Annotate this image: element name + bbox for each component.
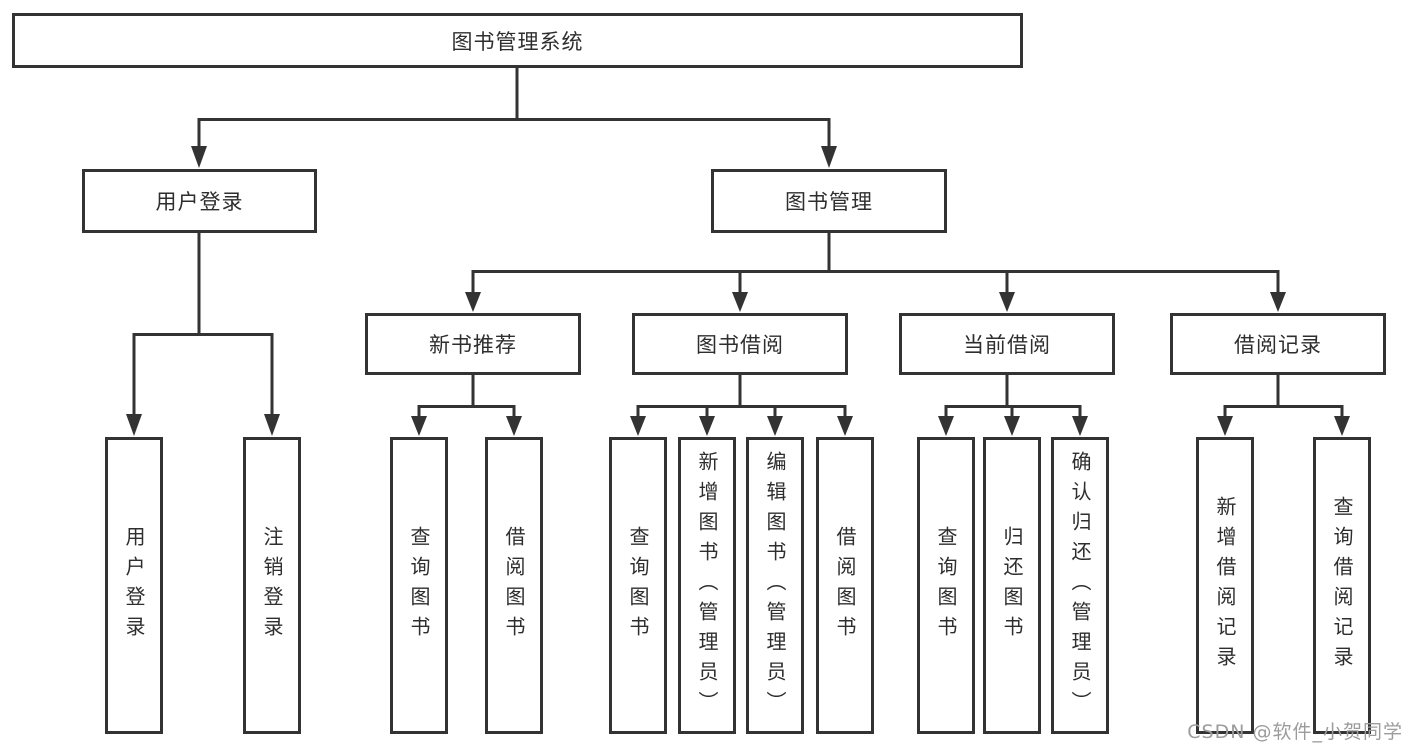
csdn-watermark: CSDN @软件_小贺同学	[1187, 721, 1403, 743]
arrowhead-icons	[126, 146, 1350, 436]
node-borrowing-records: 借阅记录	[1170, 313, 1386, 375]
leaf-borrow-books-recommend: 借阅图书	[485, 437, 543, 734]
leaf-query-books-current: 查询图书	[917, 437, 975, 734]
node-library-management-system: 图书管理系统	[12, 13, 1023, 68]
node-current-borrowing: 当前借阅	[899, 313, 1115, 375]
leaf-add-borrow-record: 新增借阅记录	[1196, 437, 1254, 734]
leaf-add-book-admin: 新增图书（管理员）	[678, 437, 736, 734]
leaf-query-borrow-record: 查询借阅记录	[1313, 437, 1371, 734]
leaf-borrow-books: 借阅图书	[816, 437, 874, 734]
node-book-management: 图书管理	[711, 169, 947, 233]
leaf-logout: 注销登录	[243, 437, 301, 734]
leaf-user-login: 用户登录	[105, 437, 163, 734]
leaf-return-books: 归还图书	[983, 437, 1041, 734]
leaf-query-books-borrow: 查询图书	[609, 437, 667, 734]
leaf-edit-book-admin: 编辑图书（管理员）	[746, 437, 804, 734]
leaf-query-books-recommend: 查询图书	[390, 437, 448, 734]
node-user-login: 用户登录	[82, 169, 317, 233]
node-new-book-recommendation: 新书推荐	[365, 313, 581, 375]
leaf-confirm-return-admin: 确认归还（管理员）	[1051, 437, 1109, 734]
node-book-borrowing: 图书借阅	[632, 313, 848, 375]
